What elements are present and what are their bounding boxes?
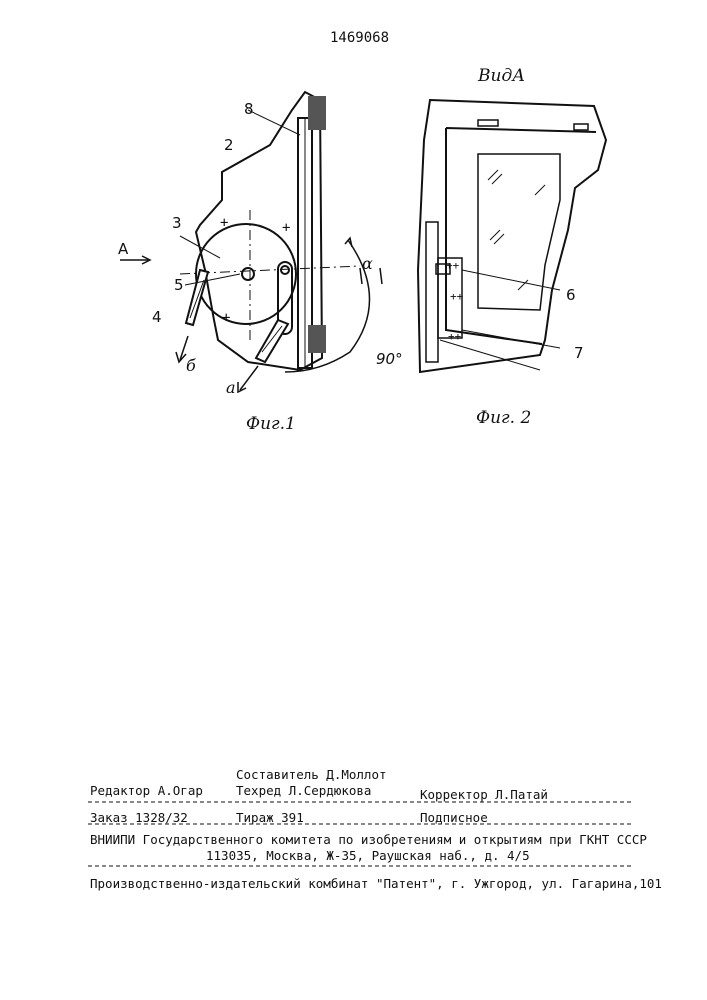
svg-text:++: ++ [450, 290, 464, 303]
circulation: Тираж 391 [236, 810, 304, 825]
svg-text:++: ++ [446, 259, 460, 272]
shutter-4 [186, 270, 208, 325]
fig1-label-3: 3 [172, 214, 182, 232]
hatched-top [308, 96, 326, 130]
fig2-label-7: 7 [574, 344, 584, 362]
angle-90-label: 90° [376, 350, 403, 368]
order: Заказ 1328/32 [90, 810, 188, 825]
compiler: Составитель Д.Моллот [236, 767, 387, 782]
address: 113035, Москва, Ж-35, Раушская наб., д. … [206, 848, 530, 863]
fig1-label-8: 8 [244, 100, 254, 118]
fig2-label-6: 6 [566, 286, 576, 304]
axis-5 [242, 268, 254, 280]
figure-1-drawing: + + + [120, 92, 382, 392]
printer: Производственно-издательский комбинат "П… [90, 876, 662, 891]
arrow-A-label: A [118, 240, 128, 258]
fig1-label-4: 4 [152, 308, 162, 326]
subscription: Подписное [420, 810, 488, 825]
figure-2-drawing: ++ ++ ++ [418, 100, 606, 372]
svg-text:++: ++ [448, 330, 462, 343]
svg-text:+: + [282, 220, 290, 236]
angle-alpha-label: α [362, 254, 373, 273]
fig2-caption: Фиг. 2 [476, 408, 531, 428]
arrow-b-label: б [186, 356, 196, 375]
svg-text:+: + [222, 310, 230, 326]
techred: Техред Л.Сердюкова [236, 783, 371, 798]
fig1-caption: Фиг.1 [246, 414, 296, 434]
hatched-bottom [308, 325, 326, 353]
corrector: Корректор Л.Патай [420, 787, 548, 802]
svg-text:+: + [220, 215, 228, 231]
fig2-view-title: ВидА [478, 66, 525, 86]
circle-3 [196, 224, 296, 324]
editor: Редактор А.Огар [90, 783, 203, 798]
arrow-a-label: а [226, 378, 236, 397]
fig1-label-2: 2 [224, 136, 234, 154]
housing-outline [196, 92, 322, 370]
fig1-label-5: 5 [174, 276, 184, 294]
institute: ВНИИПИ Государственного комитета по изоб… [90, 832, 647, 847]
